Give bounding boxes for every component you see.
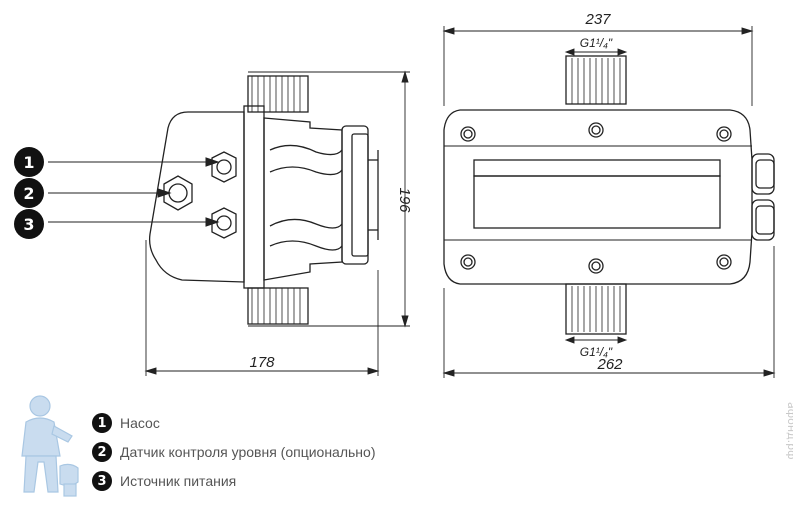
legend-item-2: 2 Датчик контроля уровня (опционально) bbox=[92, 441, 452, 463]
side-body bbox=[263, 117, 343, 281]
front-body bbox=[443, 109, 753, 285]
port-1-nut bbox=[211, 151, 237, 183]
watermark: афонд.рф bbox=[785, 402, 793, 460]
marker-2: 2 bbox=[14, 178, 44, 208]
dim-thread-top: G1¹/₄" bbox=[580, 36, 613, 50]
side-dimensions bbox=[144, 70, 410, 376]
legend-badge-3: 3 bbox=[92, 471, 112, 491]
side-rib-bottom bbox=[269, 218, 343, 229]
dim-thread-bottom: G1¹/₄" bbox=[580, 345, 613, 359]
marker-3-label: 3 bbox=[23, 215, 34, 234]
marker-3: 3 bbox=[14, 209, 44, 239]
side-bottom-thread bbox=[247, 287, 309, 325]
marker-1-label: 1 bbox=[23, 153, 34, 172]
legend-label-1: Насос bbox=[120, 415, 160, 431]
legend: 1 Насос 2 Датчик контроля уровня (опцион… bbox=[92, 412, 452, 499]
side-end-cap bbox=[341, 125, 369, 265]
side-view bbox=[148, 75, 379, 325]
side-rib-top bbox=[269, 144, 343, 156]
marker-2-label: 2 bbox=[23, 184, 34, 203]
dim-width-bottom: 262 bbox=[596, 356, 623, 373]
plumber-mascot-icon bbox=[21, 395, 79, 497]
front-cable-glands bbox=[751, 153, 775, 241]
side-top-thread bbox=[247, 75, 309, 113]
legend-label-3: Источник питания bbox=[120, 473, 237, 489]
side-flange bbox=[243, 105, 265, 289]
marker-1: 1 bbox=[14, 147, 44, 177]
watermark-text: афонд.рф bbox=[785, 402, 793, 460]
front-screws bbox=[460, 122, 732, 274]
front-dimensions bbox=[442, 26, 776, 378]
front-window-top bbox=[473, 159, 721, 177]
dim-width-top: 237 bbox=[584, 11, 611, 28]
side-housing bbox=[148, 111, 245, 283]
leader-lines bbox=[48, 157, 220, 227]
legend-item-1: 1 Насос bbox=[92, 412, 452, 434]
legend-badge-1: 1 bbox=[92, 413, 112, 433]
front-window bbox=[473, 175, 721, 229]
legend-badge-2: 2 bbox=[92, 442, 112, 462]
dim-height: 196 bbox=[396, 187, 413, 213]
legend-item-3: 3 Источник питания bbox=[92, 470, 452, 492]
dim-side-width: 178 bbox=[249, 354, 275, 371]
front-view bbox=[443, 55, 775, 335]
legend-label-2: Датчик контроля уровня (опционально) bbox=[120, 444, 376, 460]
port-3-nut bbox=[211, 207, 237, 239]
